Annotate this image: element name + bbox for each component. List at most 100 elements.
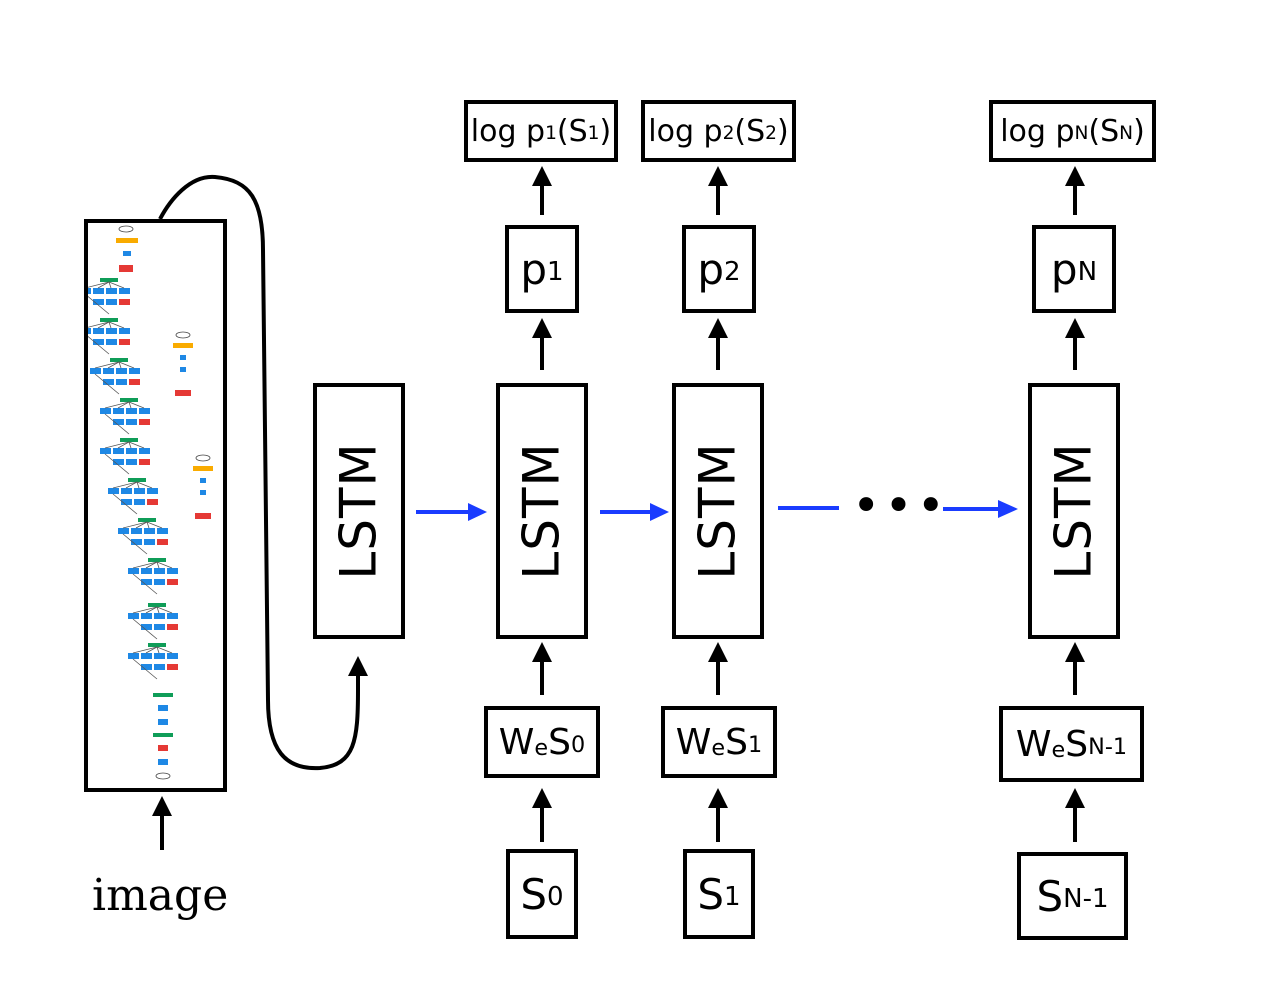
- graph-node-conv: [144, 539, 155, 545]
- graph-edge: [132, 646, 158, 654]
- graph-edge: [122, 533, 148, 555]
- graph-node-conv: [167, 653, 178, 659]
- prob-sub: 2: [724, 257, 741, 288]
- graph-node-conv: [158, 705, 168, 711]
- graph-edge: [136, 481, 140, 489]
- arrowhead: [468, 503, 487, 521]
- graph-edge: [135, 521, 148, 529]
- graph-node-conv: [134, 488, 145, 494]
- graph-edge: [108, 281, 112, 289]
- graph-node-conv: [141, 653, 152, 659]
- graph-edge: [104, 413, 130, 435]
- arrowhead: [708, 788, 728, 808]
- graph-edge: [132, 658, 158, 680]
- graph-edge: [97, 281, 110, 289]
- image-input-label: image: [92, 870, 229, 921]
- input-sub: N-1: [1063, 884, 1109, 915]
- graph-node-conv: [116, 379, 127, 385]
- graph-node-conv: [128, 568, 139, 574]
- graph-edge: [125, 481, 138, 489]
- graph-node-conv: [141, 664, 152, 670]
- graph-edge: [112, 493, 138, 515]
- graph-node-norm: [173, 343, 193, 348]
- graph-edge: [117, 441, 130, 449]
- graph-edge: [156, 561, 173, 569]
- output-close: ): [599, 113, 612, 149]
- graph-node-conv: [154, 624, 165, 630]
- graph-node-concat: [100, 318, 118, 322]
- graph-node-pool: [167, 664, 178, 670]
- embed-s: S: [1065, 723, 1089, 765]
- input-s: S: [697, 869, 725, 919]
- graph-edge: [84, 293, 110, 315]
- graph-node-pool: [119, 265, 133, 272]
- graph-edge: [156, 561, 160, 569]
- graph-node-conv: [167, 613, 178, 619]
- graph-terminal: [175, 331, 191, 339]
- graph-node-conv: [154, 653, 165, 659]
- graph-node-conv: [108, 488, 119, 494]
- embed-w-sub: e: [534, 735, 549, 762]
- output-open: (S: [556, 113, 588, 149]
- graph-node-conv: [141, 579, 152, 585]
- graph-node-conv: [200, 478, 206, 483]
- graph-edge: [132, 618, 158, 640]
- arrowhead: [532, 642, 552, 662]
- arrowhead: [152, 796, 172, 816]
- arrowhead: [532, 788, 552, 808]
- input-s: S: [1036, 871, 1064, 921]
- graph-node-conv: [154, 568, 165, 574]
- graph-terminal: [195, 454, 211, 462]
- graph-edge: [132, 606, 158, 614]
- graph-edge: [128, 401, 145, 409]
- graph-node-conv: [100, 448, 111, 454]
- graph-node-conv: [119, 328, 130, 334]
- prob-sub: N: [1077, 257, 1098, 288]
- graph-node-concat: [100, 278, 118, 282]
- embed-w: W: [1015, 723, 1052, 765]
- graph-edge: [156, 646, 160, 654]
- graph-node-conv: [106, 328, 117, 334]
- graph-node-conv: [126, 459, 137, 465]
- graph-node-pool: [129, 379, 140, 385]
- graph-node-concat: [153, 733, 173, 737]
- graph-edge: [84, 281, 110, 289]
- graph-edge: [97, 321, 110, 329]
- output-text: log p: [470, 113, 546, 149]
- graph-edge: [118, 361, 135, 369]
- graph-node-conv: [121, 488, 132, 494]
- output-close: ): [1133, 113, 1145, 149]
- cnn-thumbnail: [80, 219, 227, 792]
- graph-node-conv: [141, 624, 152, 630]
- graph-node-concat: [120, 438, 138, 442]
- graph-node-conv: [118, 528, 129, 534]
- graph-edge: [128, 401, 132, 409]
- graph-node-conv: [158, 759, 168, 765]
- arrowhead: [708, 318, 728, 338]
- graph-node-conv: [106, 339, 117, 345]
- graph-edge: [94, 373, 120, 395]
- graph-node-pool: [175, 390, 191, 396]
- lstm-step-n: LSTM: [1028, 383, 1120, 639]
- graph-node-pool: [167, 624, 178, 630]
- input-s: S: [520, 869, 548, 919]
- prob-base: p: [697, 244, 725, 294]
- graph-edge: [108, 321, 112, 329]
- graph-node-pool: [139, 459, 150, 465]
- cnn-graph-icon: [80, 225, 213, 780]
- graph-edge: [128, 441, 145, 449]
- graph-node-concat: [148, 643, 166, 647]
- graph-node-conv: [141, 568, 152, 574]
- arrowhead: [1065, 642, 1085, 662]
- graph-node-conv: [141, 613, 152, 619]
- graph-node-conv: [126, 408, 137, 414]
- graph-edge: [145, 561, 158, 569]
- graph-node-concat: [128, 478, 146, 482]
- graph-node-conv: [100, 408, 111, 414]
- graph-node-pool: [157, 539, 168, 545]
